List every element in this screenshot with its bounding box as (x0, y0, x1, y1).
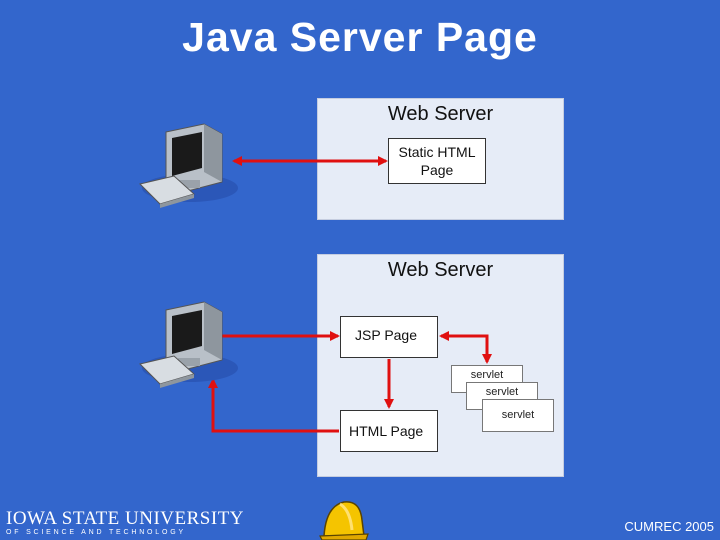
web-server-title-top: Web Server (387, 103, 494, 125)
jsp-page-label: JSP Page (355, 327, 418, 343)
event-label: CUMREC 2005 (624, 519, 714, 534)
arrow-html-to-client (208, 378, 339, 433)
university-logo-main: IOWA STATE UNIVERSITY (6, 508, 245, 529)
arrow-jsp-to-servlet (439, 331, 492, 364)
slide-title: Java Server Page (182, 14, 538, 60)
servlet-box-3: servlet (482, 399, 554, 432)
computer-icon-top (139, 123, 238, 208)
web-server-title-bottom: Web Server (387, 259, 494, 281)
computer-icon-bottom (139, 301, 238, 388)
university-logo-sub: OF SCIENCE AND TECHNOLOGY (6, 529, 186, 536)
html-page-box: HTML Page (340, 410, 438, 452)
jsp-page-box: JSP Page (340, 316, 438, 358)
html-page-label: HTML Page (349, 423, 424, 439)
university-logo: IOWA STATE UNIVERSITY OF SCIENCE AND TEC… (6, 508, 244, 536)
static-html-page-box: Static HTML Page (388, 138, 486, 184)
hard-hat-icon (319, 501, 369, 540)
